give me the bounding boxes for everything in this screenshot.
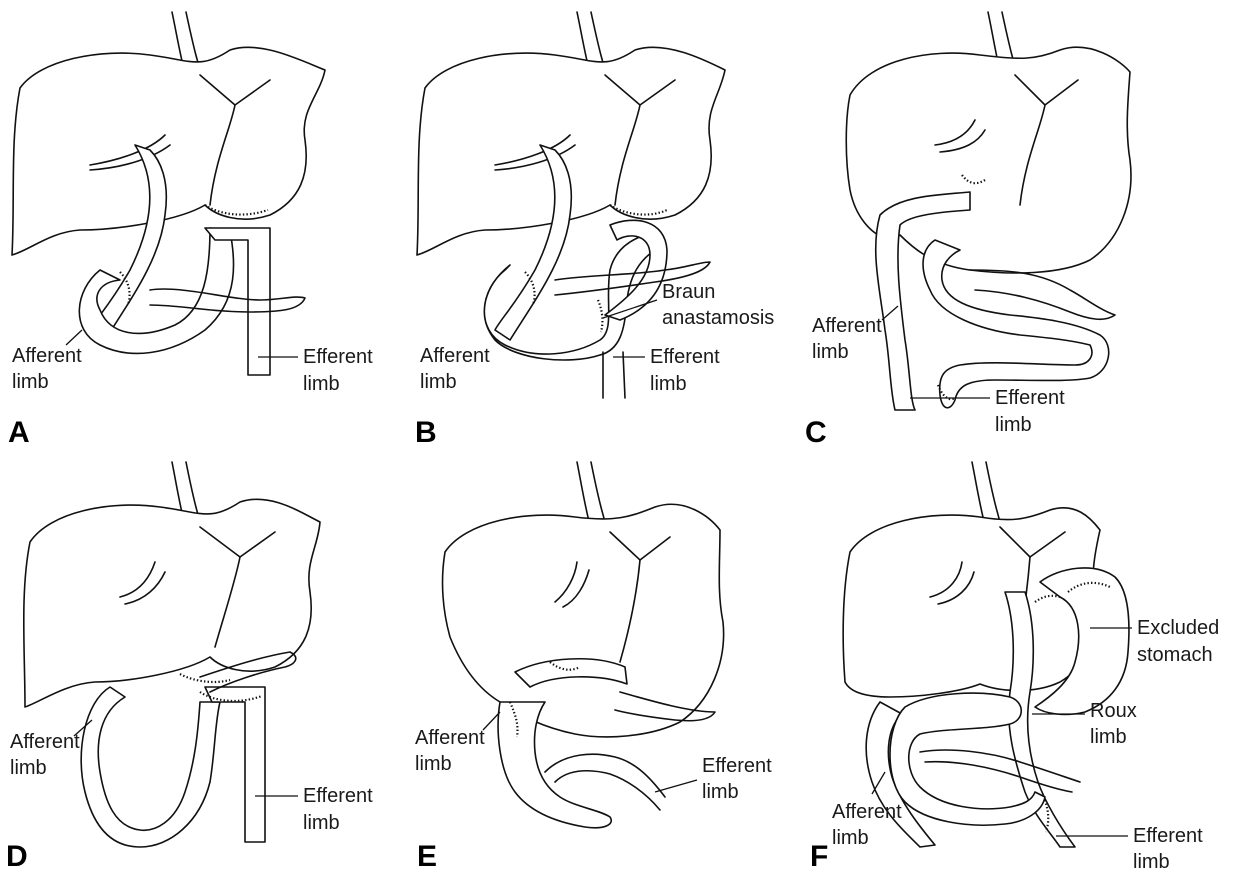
svg-text:limb: limb (303, 812, 340, 834)
anatomy-drawing (12, 12, 325, 375)
label-afferent-limb: Afferent limb (415, 712, 500, 775)
label-efferent-limb: Efferent limb (655, 755, 772, 803)
anatomy-drawing (24, 462, 320, 847)
svg-text:limb: limb (995, 414, 1032, 436)
anatomy-drawing (417, 12, 725, 398)
panel-e: Afferent limb Efferent limb E (415, 462, 772, 872)
panel-letter-b: B (415, 416, 437, 449)
anatomy-drawing (443, 462, 724, 828)
svg-text:Afferent: Afferent (420, 345, 490, 367)
svg-text:Afferent: Afferent (832, 801, 902, 823)
svg-text:limb: limb (303, 373, 340, 395)
panel-letter-c: C (805, 416, 827, 449)
svg-text:Efferent: Efferent (1133, 825, 1203, 847)
panel-letter-d: D (6, 840, 28, 872)
label-afferent-limb: Afferent limb (420, 345, 490, 393)
svg-text:limb: limb (1133, 851, 1170, 872)
panel-letter-e: E (417, 840, 437, 872)
panel-a: Afferent limb Efferent limb A (8, 12, 373, 449)
label-efferent-limb: Efferent limb (1056, 825, 1203, 872)
svg-text:Efferent: Efferent (702, 755, 772, 777)
panel-d: Afferent limb Efferent limb D (6, 462, 373, 872)
panel-b: Braun anastamosis Afferent limb Efferent… (415, 12, 774, 449)
svg-text:Efferent: Efferent (995, 387, 1065, 409)
svg-text:Efferent: Efferent (303, 785, 373, 807)
svg-text:Afferent: Afferent (10, 731, 80, 753)
svg-text:anastamosis: anastamosis (662, 307, 774, 329)
anatomy-drawing (843, 462, 1129, 847)
svg-text:Excluded: Excluded (1137, 617, 1219, 639)
panel-f: Excluded stomach Roux limb Afferent limb… (810, 462, 1219, 872)
svg-text:Braun: Braun (662, 281, 715, 303)
panel-letter-a: A (8, 416, 30, 449)
label-efferent-limb: Efferent limb (613, 346, 720, 395)
svg-text:Afferent: Afferent (415, 727, 485, 749)
svg-text:limb: limb (10, 757, 47, 779)
svg-text:Efferent: Efferent (303, 346, 373, 368)
svg-text:Afferent: Afferent (12, 345, 82, 367)
anatomy-drawing (846, 12, 1131, 410)
svg-text:limb: limb (415, 753, 452, 775)
svg-text:limb: limb (420, 371, 457, 393)
svg-text:limb: limb (702, 781, 739, 803)
label-efferent-limb: Efferent limb (910, 387, 1065, 436)
label-afferent-limb: Afferent limb (10, 720, 92, 779)
svg-text:stomach: stomach (1137, 644, 1213, 666)
svg-text:Efferent: Efferent (650, 346, 720, 368)
svg-text:Roux: Roux (1090, 700, 1137, 722)
svg-text:Afferent: Afferent (812, 315, 882, 337)
svg-text:limb: limb (1090, 726, 1127, 748)
panel-c: Afferent limb Efferent limb C (805, 12, 1131, 449)
svg-text:limb: limb (832, 827, 869, 849)
svg-text:limb: limb (650, 373, 687, 395)
label-efferent-limb: Efferent limb (258, 346, 373, 395)
panel-letter-f: F (810, 840, 828, 872)
label-efferent-limb: Efferent limb (255, 785, 373, 834)
svg-text:limb: limb (12, 371, 49, 393)
label-afferent-limb: Afferent limb (12, 330, 82, 393)
svg-text:limb: limb (812, 341, 849, 363)
